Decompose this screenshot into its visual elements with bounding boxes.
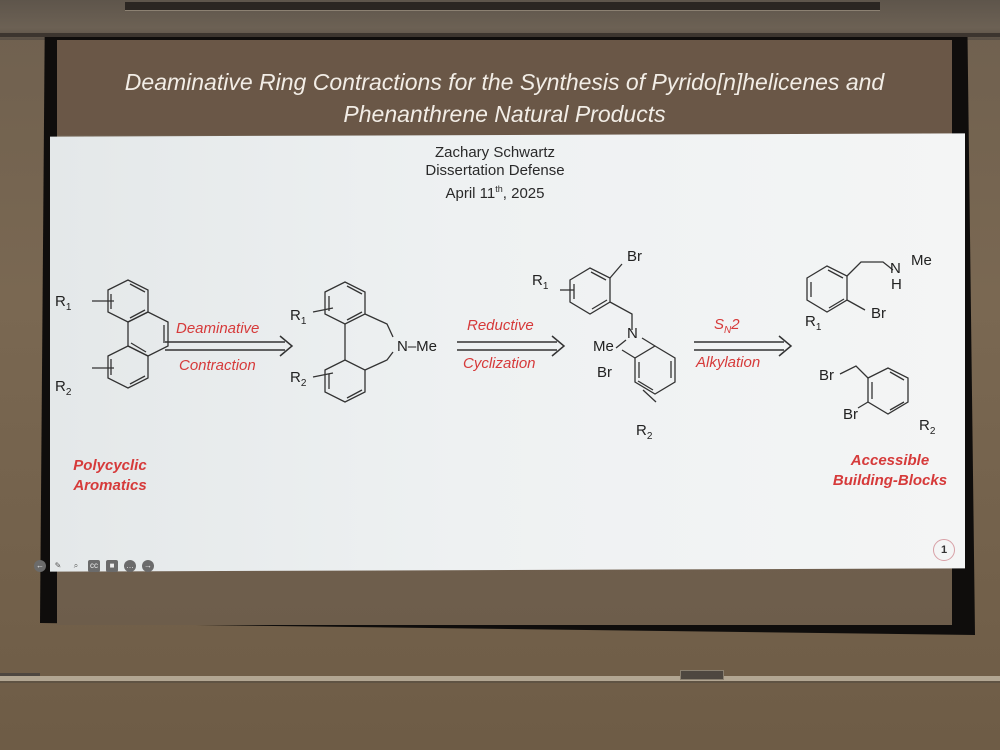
slide-header	[57, 40, 952, 135]
slide-subtitle: Zachary Schwartz Dissertation Defense Ap…	[360, 144, 630, 203]
reaction-arrow-2	[457, 335, 566, 357]
zoom-icon[interactable]: ⌕	[73, 561, 79, 570]
phenanthrene-r2-label: R2	[55, 378, 72, 398]
presentation-toolbar: ← ✎ ⌕ cc ■ … →	[34, 559, 154, 573]
right-caption: Accessible Building-Blocks	[832, 452, 948, 489]
forward-icon[interactable]: →	[142, 560, 154, 572]
dibenzylamine-n-label: N	[627, 325, 638, 342]
benzylamine-n-label: N	[890, 260, 901, 277]
presentation-date: April 11th, 2025	[445, 184, 545, 202]
azepine-r2-label: R2	[290, 369, 307, 389]
azepine-r1-label: R1	[290, 307, 307, 327]
step1-bottom-label: Contraction	[179, 357, 256, 374]
author-name: Zachary Schwartz	[434, 144, 556, 161]
azepine-n-me-label: N–Me	[397, 338, 438, 355]
benzyl-bromide-structure	[839, 365, 909, 415]
step1-top-label: Deaminative	[176, 320, 260, 337]
more-icon[interactable]: …	[124, 560, 136, 572]
dibenzylamine-me-label: Me	[593, 338, 614, 355]
dibenzylamine-structure	[560, 263, 676, 403]
captions-icon[interactable]: cc	[88, 560, 100, 572]
page-number-badge: 1	[933, 539, 955, 561]
benzyl-bromide-br-ch2-label: Br	[819, 367, 834, 384]
camera-icon[interactable]: ■	[106, 560, 118, 572]
reaction-arrow-1	[165, 335, 294, 357]
slide-title-line1: Deaminative Ring Contractions for the Sy…	[124, 69, 885, 95]
slide-title: Deaminative Ring Contractions for the Sy…	[57, 66, 952, 130]
phenanthrene-r1-label: R1	[55, 293, 72, 313]
ceiling-edge	[0, 33, 1000, 37]
phenanthrene-structure	[92, 279, 169, 389]
pen-icon[interactable]: ✎	[54, 561, 62, 570]
dibenzylamine-br-bottom-label: Br	[597, 364, 612, 381]
dibenzylamine-r2-label: R2	[636, 422, 653, 442]
step2-top-label: Reductive	[467, 317, 534, 334]
ceiling	[0, 0, 1000, 40]
benzylamine-structure	[806, 261, 894, 313]
back-icon[interactable]: ←	[34, 560, 46, 572]
dibenzazepine-structure	[312, 281, 394, 403]
benzyl-bromide-r2-label: R2	[919, 417, 936, 437]
benzylamine-r1-label: R1	[805, 313, 822, 333]
benzylamine-me-label: Me	[911, 252, 932, 269]
dibenzylamine-br-top-label: Br	[627, 248, 642, 265]
reaction-arrow-3	[694, 335, 793, 357]
benzyl-bromide-br-ring-label: Br	[843, 406, 858, 423]
benzylamine-h-label: H	[891, 276, 902, 293]
step3-top-label: SN2	[714, 316, 740, 336]
rail-clip	[680, 670, 724, 680]
dibenzylamine-r1-label: R1	[532, 272, 549, 292]
event-name: Dissertation Defense	[425, 162, 565, 179]
step2-bottom-label: Cyclization	[463, 355, 536, 372]
benzylamine-br-label: Br	[871, 305, 886, 322]
step3-bottom-label: Alkylation	[696, 354, 761, 371]
whiteboard-rail	[0, 676, 1000, 683]
slide-title-line2: Phenanthrene Natural Products	[343, 101, 666, 127]
left-caption: Polycyclic Aromatics	[73, 457, 147, 494]
ceiling-rail	[125, 2, 880, 11]
